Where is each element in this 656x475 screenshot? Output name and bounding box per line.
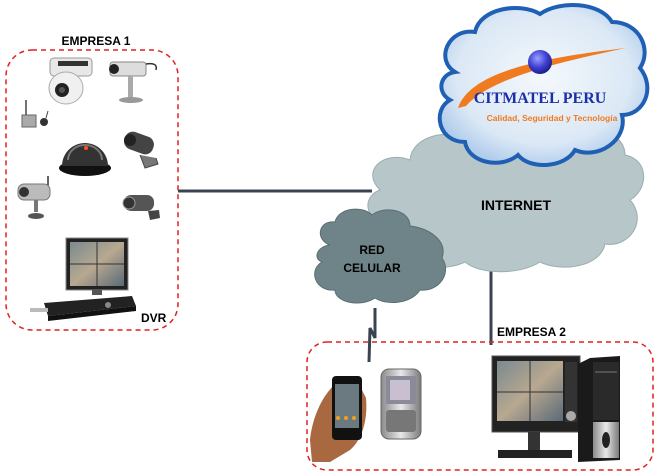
provider-cloud: CITMATEL PERU Calidad, Seguridad y Tecno… xyxy=(437,3,650,168)
wireless-link-icon xyxy=(367,308,377,363)
brand-globe-icon xyxy=(528,50,552,74)
empresa1-group: EMPRESA 1 xyxy=(5,34,179,331)
ir-bullet-camera-icon xyxy=(122,195,160,220)
dvr-recorder-icon xyxy=(30,296,136,321)
internet-label: INTERNET xyxy=(481,197,551,213)
dvr-label: DVR xyxy=(141,311,167,325)
wireless-camera-kit-icon xyxy=(21,100,49,128)
monitor-icon xyxy=(491,355,581,458)
wireless-bullet-camera-icon xyxy=(17,176,51,219)
cellular-label-line2: CELULAR xyxy=(343,261,401,275)
cellular-label-line1: RED xyxy=(359,243,385,257)
blackberry-icon xyxy=(380,368,422,440)
empresa1-border xyxy=(5,49,179,331)
brand-tagline: Calidad, Seguridad y Tecnología xyxy=(487,113,618,123)
box-camera-icon xyxy=(109,61,158,103)
pc-tower-icon xyxy=(578,356,620,462)
empresa1-label: EMPRESA 1 xyxy=(62,34,131,48)
brand-name: CITMATEL PERU xyxy=(474,90,607,107)
empresa2-group: EMPRESA 2 xyxy=(306,325,654,471)
empresa2-label: EMPRESA 2 xyxy=(497,325,566,339)
cellular-network-cloud: RED CELULAR xyxy=(314,208,447,304)
brand-swoosh xyxy=(458,48,626,108)
dome-camera-icon xyxy=(59,143,111,176)
ptz-camera-icon xyxy=(48,57,93,105)
empresa2-border xyxy=(306,341,654,471)
dvr-monitor-icon xyxy=(65,237,129,295)
iphone-icon xyxy=(310,376,367,462)
bullet-camera-icon xyxy=(124,131,159,169)
